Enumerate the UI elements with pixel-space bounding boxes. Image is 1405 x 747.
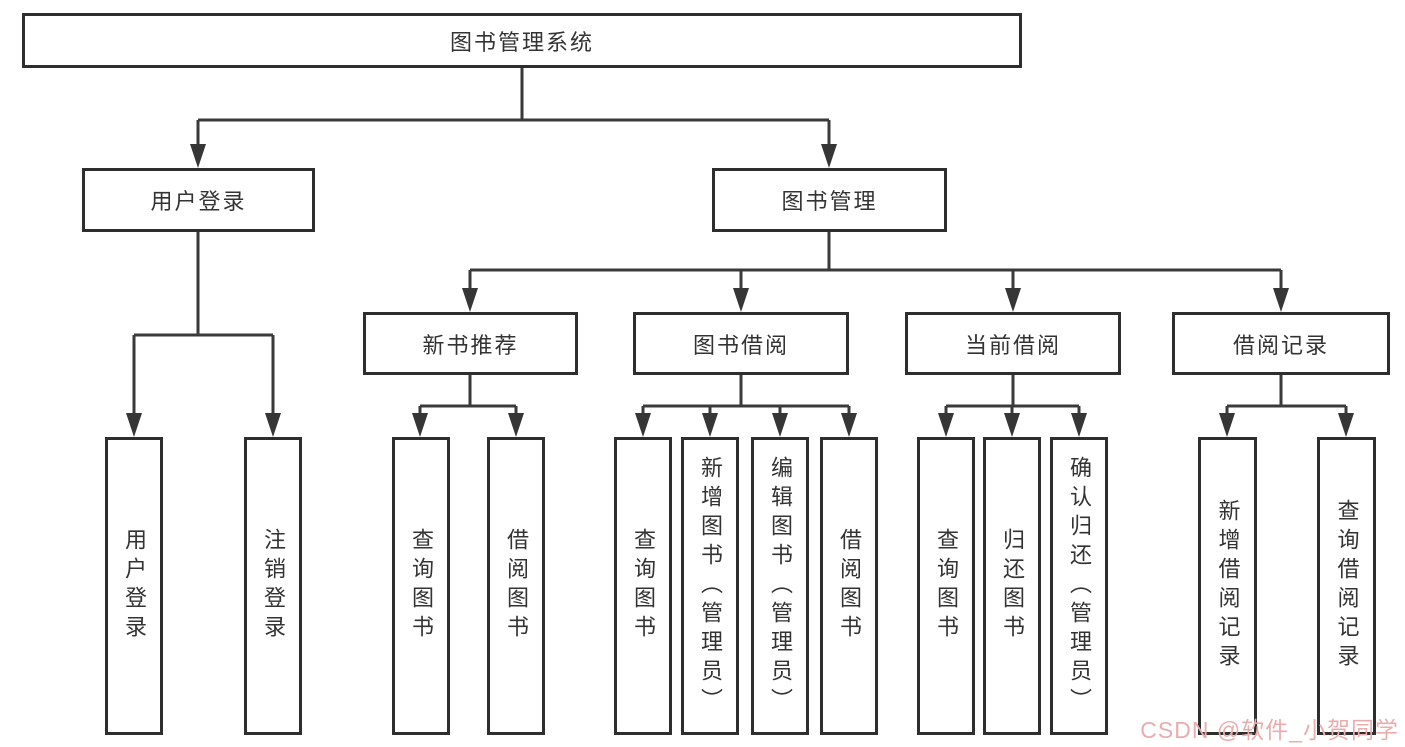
- leaf-current-return-books-label: 归还图书: [1000, 528, 1025, 644]
- leaf-newbooks-query-books: 查询图书: [392, 437, 450, 735]
- leaf-records-add-record-label: 新增借阅记录: [1215, 499, 1241, 673]
- leaf-borrowing-add-books: 新增图书（管理员）: [681, 437, 739, 735]
- node-new-book-recommend: 新书推荐: [363, 312, 578, 375]
- leaf-user-login: 用户登录: [105, 437, 163, 735]
- node-root: 图书管理系统: [22, 13, 1022, 68]
- node-new-book-recommend-label: 新书推荐: [422, 332, 519, 358]
- node-book-management-label: 图书管理: [781, 189, 878, 214]
- leaf-newbooks-borrow-books-label: 借阅图书: [504, 528, 529, 644]
- node-root-label: 图书管理系统: [449, 29, 594, 55]
- leaf-current-confirm-return: 确认归还（管理员）: [1050, 437, 1108, 735]
- leaf-records-add-record: 新增借阅记录: [1198, 437, 1257, 735]
- node-user-login-label: 用户登录: [150, 189, 247, 214]
- leaf-current-query-books-label: 查询图书: [934, 528, 959, 644]
- leaf-newbooks-borrow-books: 借阅图书: [487, 437, 545, 735]
- node-book-borrowing-label: 图书借阅: [692, 332, 789, 358]
- leaf-borrowing-query-books-label: 查询图书: [631, 528, 656, 644]
- leaf-records-query-record: 查询借阅记录: [1317, 437, 1376, 735]
- leaf-current-query-books: 查询图书: [917, 437, 975, 735]
- leaf-logout: 注销登录: [244, 437, 302, 735]
- csdn-watermark: CSDN @软件_小贺同学: [1140, 717, 1399, 743]
- arrowheads: [126, 144, 1354, 437]
- leaf-current-confirm-return-label: 确认归还（管理员）: [1067, 455, 1092, 717]
- leaf-current-return-books: 归还图书: [983, 437, 1041, 735]
- leaf-borrowing-borrow-books-label: 借阅图书: [837, 528, 862, 644]
- node-current-borrowing-label: 当前借阅: [964, 332, 1061, 358]
- leaf-borrowing-query-books: 查询图书: [614, 437, 672, 735]
- leaf-user-login-label: 用户登录: [122, 528, 147, 644]
- node-borrow-records: 借阅记录: [1172, 312, 1390, 375]
- leaf-borrowing-edit-books-label: 编辑图书（管理员）: [768, 455, 793, 717]
- leaf-logout-label: 注销登录: [261, 528, 286, 644]
- node-book-borrowing: 图书借阅: [633, 312, 849, 375]
- leaf-newbooks-query-books-label: 查询图书: [409, 528, 434, 644]
- leaf-borrowing-borrow-books: 借阅图书: [820, 437, 878, 735]
- node-user-login: 用户登录: [82, 168, 315, 232]
- node-borrow-records-label: 借阅记录: [1232, 332, 1329, 358]
- connector-path: [132, 68, 1348, 419]
- leaf-borrowing-add-books-label: 新增图书（管理员）: [698, 455, 723, 717]
- leaf-records-query-record-label: 查询借阅记录: [1334, 499, 1360, 673]
- leaf-borrowing-edit-books: 编辑图书（管理员）: [751, 437, 809, 735]
- node-book-management: 图书管理: [712, 168, 947, 232]
- node-current-borrowing: 当前借阅: [905, 312, 1121, 375]
